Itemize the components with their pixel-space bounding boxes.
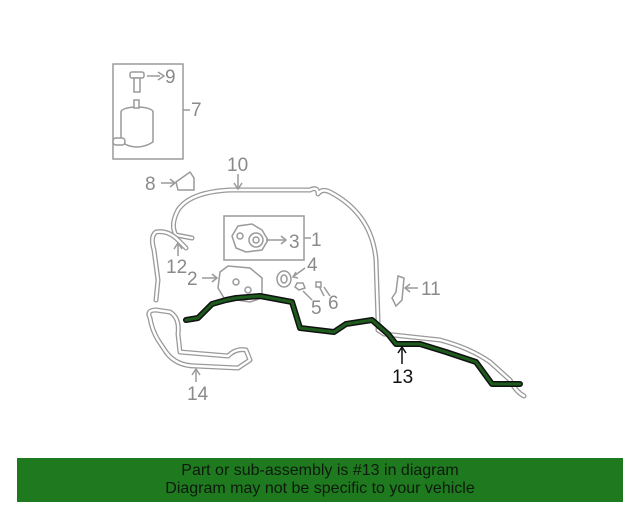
- callout-3: 3: [289, 232, 300, 253]
- callout-7: 7: [191, 100, 202, 121]
- callout-10: 10: [227, 155, 248, 176]
- callout-4: 4: [307, 255, 318, 276]
- callout-14-leader: [191, 367, 201, 382]
- callout-2: 2: [187, 269, 198, 290]
- reservoir-inset-box: [112, 63, 190, 160]
- callout-13-leader: [397, 345, 407, 364]
- callout-13: 13: [392, 367, 413, 388]
- callout-6: 6: [328, 293, 339, 314]
- banner-line-disclaimer: Diagram may not be specific to your vehi…: [165, 480, 475, 497]
- power-steering-pump-part[interactable]: [231, 223, 288, 253]
- nut-part[interactable]: [294, 282, 313, 301]
- banner-line-part-number: Part or sub-assembly is #13 in diagram: [181, 462, 459, 479]
- callout-1: 1: [311, 230, 322, 251]
- callout-12: 12: [166, 257, 187, 278]
- pulley-part[interactable]: [276, 267, 306, 288]
- callout-9: 9: [165, 67, 176, 88]
- callout-14: 14: [187, 384, 209, 405]
- part-info-banner: Part or sub-assembly is #13 in diagram D…: [17, 458, 623, 502]
- bracket-part[interactable]: [161, 170, 195, 191]
- callout-10-leader: [233, 174, 243, 191]
- callout-8: 8: [145, 174, 156, 195]
- callout-12-leader: [173, 241, 183, 256]
- hose-clamp-part[interactable]: [391, 274, 418, 308]
- pump-inset-box: [223, 215, 311, 261]
- pump-bracket-part[interactable]: [202, 265, 263, 303]
- pressure-hose-assembly-part[interactable]: [183, 293, 523, 387]
- reservoir-tank-part[interactable]: [112, 99, 154, 148]
- bolt-part[interactable]: [315, 281, 331, 297]
- callout-5: 5: [311, 298, 322, 319]
- reservoir-cap-part[interactable]: [129, 71, 166, 93]
- callout-11: 11: [421, 279, 441, 300]
